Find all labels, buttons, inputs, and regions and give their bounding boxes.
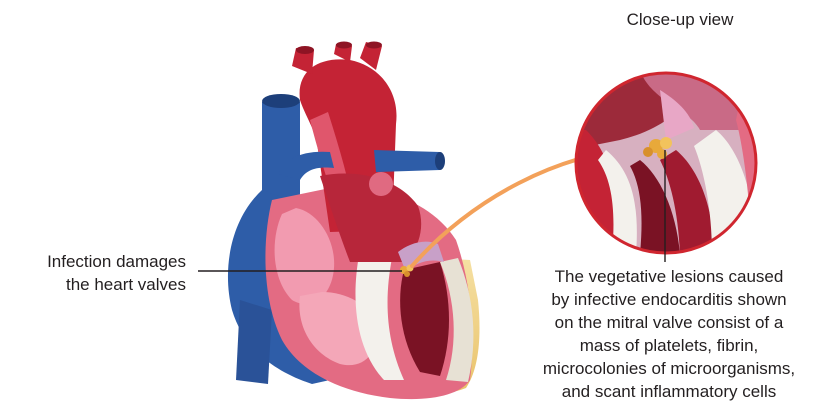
vein-opening [435, 152, 445, 170]
artery-opening [296, 46, 314, 54]
closeup-lens [570, 70, 770, 260]
left-callout-line-2: the heart valves [0, 273, 186, 296]
pulmonary-valve [369, 172, 393, 196]
left-callout-text: Infection damages the heart valves [0, 250, 186, 296]
lesion-description-line: and scant inflammatory cells [508, 380, 830, 403]
artery-opening [336, 42, 352, 49]
lesion-description-line: on the mitral valve consist of a [508, 311, 830, 334]
artery-opening [366, 42, 382, 49]
left-callout-line-1: Infection damages [0, 250, 186, 273]
lesion-description-line: microcolonies of microorganisms, [508, 357, 830, 380]
closeup-view-title: Close-up view [610, 8, 750, 31]
lesion-description-line: mass of platelets, fibrin, [508, 334, 830, 357]
lesion-description-line: by infective endocarditis shown [508, 288, 830, 311]
vena-cava-opening [262, 94, 300, 108]
lesion-description: The vegetative lesions caused by infecti… [508, 265, 830, 403]
pulmonary-vein-upper [374, 150, 440, 172]
heart-illustration [228, 42, 480, 400]
inferior-vena-cava [236, 300, 272, 384]
lesion-description-line: The vegetative lesions caused [508, 265, 830, 288]
